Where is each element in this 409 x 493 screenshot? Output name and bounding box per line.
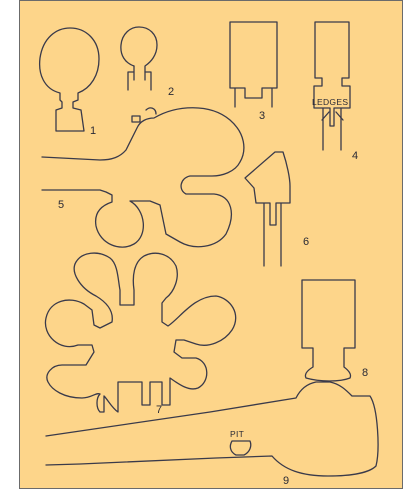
shape-5-label: 5: [58, 200, 64, 211]
shape-4-label: 4: [352, 151, 358, 162]
shape-6-outline: [245, 152, 290, 266]
shape-3-label: 3: [259, 111, 265, 122]
shape-2-label: 2: [168, 87, 174, 98]
shape-1-label: 1: [90, 126, 96, 137]
shape-7-label: 7: [156, 405, 162, 416]
shape-1-outline: [40, 28, 99, 131]
shape-2-outline: [121, 27, 157, 90]
shape-4-outline: [314, 22, 350, 150]
shape-9-pit: [230, 441, 250, 455]
shape-8-label: 8: [362, 368, 368, 379]
shape-9-outline: [46, 382, 378, 476]
shape-9-pit-annotation: PIT: [230, 430, 244, 439]
shape-7-outline: [45, 253, 235, 412]
shape-6-label: 6: [303, 237, 309, 248]
shape-9-label: 9: [283, 476, 289, 487]
shape-2-stem: [128, 66, 145, 90]
shape-5-outline: [42, 108, 244, 247]
shape-4-ledge-arrows: [322, 112, 343, 120]
shape-4-ledges-annotation: LEDGES: [312, 98, 348, 107]
shape-8-outline: [302, 280, 355, 381]
shape-3-outline: [230, 22, 277, 107]
